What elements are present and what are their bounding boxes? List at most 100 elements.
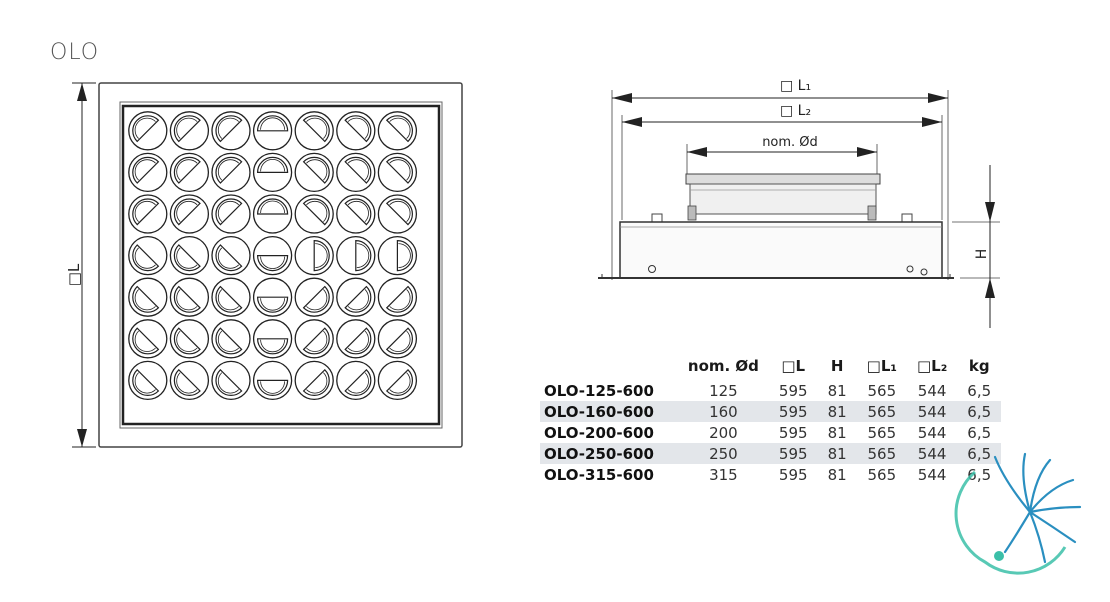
- side-view-drawing: □ L₁ □ L₂ nom. Ød H: [598, 78, 1000, 328]
- nozzle: [128, 194, 168, 234]
- nozzle: [294, 152, 334, 193]
- nozzle: [294, 111, 334, 151]
- nozzle: [128, 360, 168, 401]
- cell-l1: 565: [856, 443, 907, 464]
- cell-l1: 565: [867, 465, 897, 484]
- cell-model: OLO-125-600: [544, 381, 654, 400]
- col-header: kg: [968, 357, 990, 375]
- cell-h: 81: [827, 423, 847, 442]
- cell-model: OLO-200-600: [544, 423, 654, 442]
- cell-l2: 544: [906, 401, 958, 422]
- cell-l2: 544: [906, 443, 958, 464]
- nozzle: [377, 152, 418, 193]
- nozzle: [128, 277, 168, 317]
- table-header-row: nom. Ød □L H □L₁ □L₂ kg: [540, 352, 1001, 380]
- dim-h-label: H: [974, 249, 990, 260]
- nozzle: [377, 194, 418, 234]
- front-dim-label: □L: [65, 263, 83, 286]
- nozzle: [377, 360, 418, 401]
- nozzle: [211, 360, 251, 401]
- cell-l: 595: [768, 401, 818, 422]
- nozzle: [294, 235, 334, 276]
- table-row: OLO-315-600 315 595 81 565 544 6,5: [540, 464, 1001, 485]
- cell-model: OLO-315-600: [544, 465, 654, 484]
- nozzle: [294, 319, 334, 359]
- nozzle: [252, 194, 293, 234]
- nozzle: [336, 319, 376, 359]
- table-row: OLO-125-600 125 595 81 565 544 6,5: [540, 380, 1001, 401]
- dim-l1-label: □ L₁: [780, 78, 811, 94]
- cell-kg: 6,5: [957, 443, 1002, 464]
- nozzle: [336, 277, 376, 317]
- nozzle: [211, 194, 251, 234]
- swirl-fan-logo-icon: [954, 452, 1082, 575]
- cell-model: OLO-250-600: [540, 443, 678, 464]
- cell-h: 81: [817, 401, 857, 422]
- table-row: OLO-200-600 200 595 81 565 544 6,5: [540, 422, 1001, 443]
- nozzle: [377, 235, 418, 276]
- nozzle: [169, 319, 210, 359]
- cell-kg: 6,5: [957, 401, 1002, 422]
- cell-l2: 544: [917, 381, 947, 400]
- nozzle: [211, 152, 251, 193]
- cell-l2: 544: [917, 423, 947, 442]
- nozzle: [252, 235, 293, 276]
- cell-l: 595: [778, 381, 808, 400]
- cell-l: 595: [778, 423, 808, 442]
- col-header: nom. Ød: [687, 357, 759, 375]
- cell-d: 200: [709, 423, 738, 442]
- cell-h: 81: [827, 465, 847, 484]
- nozzle: [294, 277, 334, 317]
- front-view-drawing: □L: [65, 82, 463, 448]
- table-row: OLO-250-600 250 595 81 565 544 6,5: [540, 443, 1002, 464]
- nozzle: [252, 152, 293, 193]
- nozzle-grid: [128, 111, 418, 401]
- nozzle: [211, 111, 251, 151]
- cell-kg: 6,5: [967, 465, 992, 484]
- cell-h: 81: [817, 443, 857, 464]
- col-header: H: [830, 357, 844, 375]
- nozzle: [211, 235, 251, 276]
- nozzle: [128, 319, 168, 359]
- nozzle: [211, 277, 251, 317]
- nozzle: [252, 111, 293, 151]
- nozzle: [128, 111, 168, 151]
- cell-d: 315: [709, 465, 738, 484]
- cell-l1: 565: [856, 401, 907, 422]
- col-header: [540, 352, 678, 380]
- cell-l1: 565: [867, 381, 897, 400]
- nozzle: [169, 277, 210, 317]
- nozzle: [169, 152, 210, 193]
- nozzle: [169, 111, 210, 151]
- dim-l2-label: □ L₂: [780, 103, 811, 119]
- nozzle: [336, 235, 376, 276]
- nozzle: [169, 360, 210, 401]
- nozzle: [336, 111, 376, 151]
- cell-d: 160: [677, 401, 769, 422]
- nozzle: [252, 319, 293, 359]
- nozzle: [294, 194, 334, 234]
- nozzle: [128, 235, 168, 276]
- nozzle: [252, 360, 293, 401]
- spec-table: nom. Ød □L H □L₁ □L₂ kg OLO-125-600 125 …: [540, 352, 1002, 485]
- page-title: OLO: [50, 40, 100, 65]
- nozzle: [336, 152, 376, 193]
- col-header: □L: [781, 357, 806, 375]
- col-header: □L₁: [866, 357, 897, 375]
- nozzle: [336, 194, 376, 234]
- nozzle: [252, 277, 293, 317]
- cell-kg: 6,5: [967, 381, 992, 400]
- nozzle: [211, 319, 251, 359]
- cell-l: 595: [778, 465, 808, 484]
- nozzle: [169, 235, 210, 276]
- cell-h: 81: [827, 381, 847, 400]
- nozzle: [377, 277, 418, 317]
- table-row: OLO-160-600 160 595 81 565 544 6,5: [540, 401, 1002, 422]
- cell-l1: 565: [867, 423, 897, 442]
- cell-kg: 6,5: [967, 423, 992, 442]
- cell-l: 595: [768, 443, 818, 464]
- cell-d: 125: [709, 381, 738, 400]
- nozzle: [377, 111, 418, 151]
- cell-l2: 544: [917, 465, 947, 484]
- nozzle: [377, 319, 418, 359]
